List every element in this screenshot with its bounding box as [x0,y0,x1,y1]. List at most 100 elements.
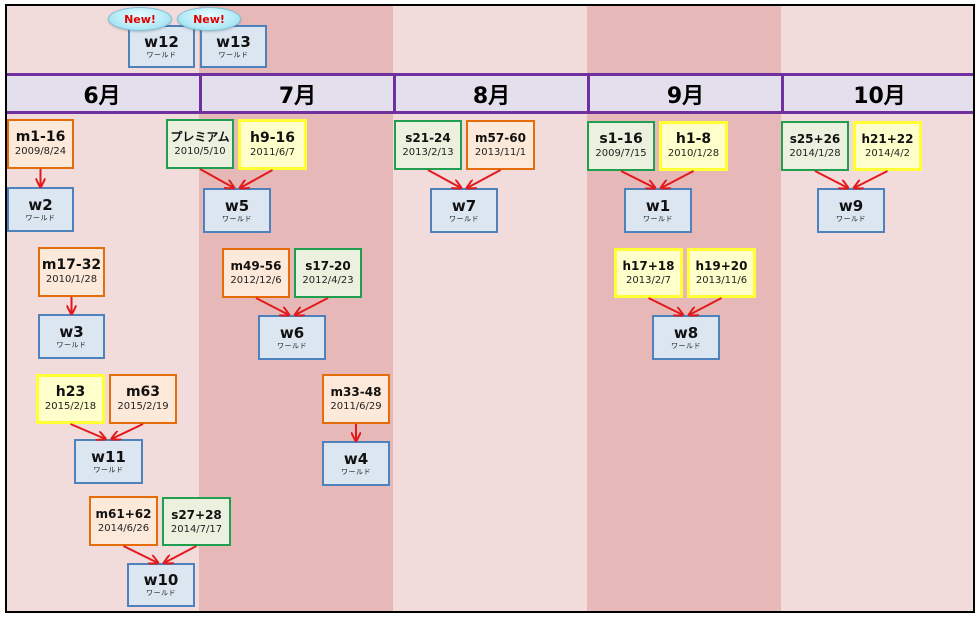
source-node-m63[interactable]: m63 2015/2/19 [109,374,177,424]
source-node-h21-22[interactable]: h21+22 2014/4/2 [853,121,922,171]
source-date: 2012/4/23 [302,275,354,286]
world-label: w12 [144,32,179,51]
world-label: w2 [28,195,53,214]
world-node-w7[interactable]: w7 ワールド [430,188,498,233]
source-node-m61-62[interactable]: m61+62 2014/6/26 [89,496,158,546]
source-date: 2009/8/24 [14,146,67,157]
source-date: 2011/6/29 [330,401,382,412]
world-subtitle: ワールド [277,341,307,350]
world-node-w8[interactable]: w8 ワールド [652,315,720,360]
world-node-w12[interactable]: w12 ワールド [128,25,195,68]
source-label: s25+26 [789,132,841,146]
source-label: h19+20 [695,259,748,273]
world-node-w11[interactable]: w11 ワールド [74,439,143,484]
source-label: m49-56 [230,259,282,273]
source-label: h9-16 [249,129,295,146]
source-node-h19-20[interactable]: h19+20 2013/11/6 [687,248,756,298]
world-node-w9[interactable]: w9 ワールド [817,188,885,233]
world-subtitle: ワールド [643,214,673,223]
source-node-m33-48[interactable]: m33-48 2011/6/29 [322,374,390,424]
source-label: s27+28 [171,507,222,522]
source-date: 2013/11/1 [474,147,527,158]
world-node-w13[interactable]: w13 ワールド [200,25,267,68]
month-july: 7月 [199,76,393,111]
source-node-s25-26[interactable]: s25+26 2014/1/28 [781,121,849,171]
source-node-m57-60[interactable]: m57-60 2013/11/1 [466,120,535,170]
source-label: m1-16 [15,129,66,145]
source-node-s21-24[interactable]: s21-24 2013/2/13 [394,120,462,170]
source-label: m17-32 [41,257,102,273]
world-label: w13 [216,32,251,51]
source-label: s1-16 [599,131,643,147]
source-node-m17-32[interactable]: m17-32 2010/1/28 [38,247,105,297]
source-date: 2010/1/28 [667,148,720,159]
source-date: 2014/4/2 [865,148,910,159]
world-label: w6 [279,323,305,342]
world-node-w10[interactable]: w10 ワールド [127,563,195,607]
month-header-row: 6月 7月 8月 9月 10月 [5,73,975,114]
source-date: 2015/2/19 [117,401,169,412]
source-node-s27-28[interactable]: s27+28 2014/7/17 [162,497,231,546]
world-node-w3[interactable]: w3 ワールド [38,314,105,359]
source-node-m49-56[interactable]: m49-56 2012/12/6 [222,248,290,298]
source-date: 2015/2/18 [44,401,97,412]
source-node-h9-16[interactable]: h9-16 2011/6/7 [238,119,307,170]
world-label: w5 [224,196,250,215]
source-label: h1-8 [675,131,712,147]
source-label: h17+18 [622,259,675,273]
source-node-s17-20[interactable]: s17-20 2012/4/23 [294,248,362,298]
source-label: m57-60 [475,131,526,145]
source-date: 2014/6/26 [97,523,150,534]
source-node-h1-8[interactable]: h1-8 2010/1/28 [659,121,728,171]
world-label: w7 [451,196,477,215]
source-label: m61+62 [95,507,152,521]
world-subtitle: ワールド [218,50,249,59]
world-node-w2[interactable]: w2 ワールド [7,187,74,232]
world-node-w1[interactable]: w1 ワールド [624,188,692,233]
new-badge-w13: New! [177,7,241,31]
world-subtitle: ワールド [146,50,177,59]
world-label: w11 [91,447,126,466]
source-label: s17-20 [305,259,351,273]
world-node-w6[interactable]: w6 ワールド [258,315,326,360]
world-node-w4[interactable]: w4 ワールド [322,441,390,486]
source-date: 2014/1/28 [789,148,841,159]
world-label: w9 [838,196,864,215]
source-date: 2010/5/10 [174,146,226,157]
world-subtitle: ワールド [56,340,87,349]
world-label: w10 [143,571,179,589]
source-date: 2010/1/28 [45,274,98,285]
world-label: w4 [343,449,369,468]
source-label: h21+22 [861,132,914,146]
source-node-m1-16[interactable]: m1-16 2009/8/24 [7,119,74,169]
source-label: s21-24 [405,131,451,145]
source-date: 2009/7/15 [595,148,647,159]
world-subtitle: ワールド [146,589,176,597]
source-label: h23 [55,384,86,400]
source-label: m33-48 [330,385,382,399]
world-label: w3 [59,322,84,341]
source-date: 2012/12/6 [230,275,282,286]
source-node-premium[interactable]: プレミアム 2010/5/10 [166,119,234,169]
month-october: 10月 [781,76,975,111]
source-date: 2013/2/7 [626,275,671,286]
source-label: m63 [125,384,161,400]
month-september: 9月 [587,76,781,111]
source-node-s1-16[interactable]: s1-16 2009/7/15 [587,121,655,171]
world-subtitle: ワールド [25,213,56,222]
source-date: 2011/6/7 [250,146,295,158]
source-date: 2013/2/13 [402,147,454,158]
world-subtitle: ワールド [449,214,479,223]
source-node-h17-18[interactable]: h17+18 2013/2/7 [614,248,683,298]
world-subtitle: ワールド [341,467,371,476]
source-node-h23[interactable]: h23 2015/2/18 [36,374,105,424]
month-august: 8月 [393,76,587,111]
month-june: 6月 [83,83,121,109]
source-date: 2014/7/17 [170,523,223,535]
source-label: プレミアム [170,130,230,144]
world-node-w5[interactable]: w5 ワールド [203,188,271,233]
new-badge-w12: New! [108,7,172,31]
world-subtitle: ワールド [671,341,701,350]
world-subtitle: ワールド [836,214,866,223]
world-label: w8 [673,323,699,342]
